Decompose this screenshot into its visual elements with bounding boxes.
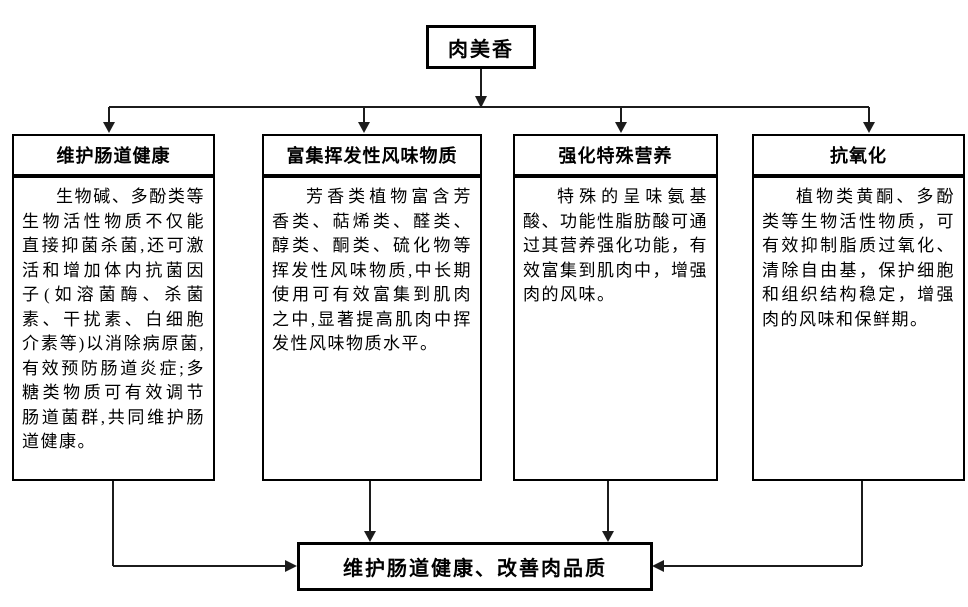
arrowhead-branch2-down-outcome	[364, 531, 376, 542]
arrowhead-branch4-down	[863, 122, 875, 133]
branch2-header: 富集挥发性风味物质	[262, 134, 482, 176]
arrowhead-branch1-right	[285, 560, 297, 572]
branch4-header: 抗氧化	[752, 134, 965, 176]
outcome-node: 维护肠道健康、改善肉品质	[297, 542, 653, 591]
branch1-body: 生物碱、多酚类等生物活性物质不仅能直接抑菌杀菌,还可激活和增加体内抗菌因子(如溶…	[12, 176, 215, 481]
branch4-body-text: 植物类黄酮、多酚类等生物活性物质，可有效抑制脂质过氧化、清除自由基，保护细胞和组…	[762, 187, 955, 329]
arrowhead-branch2-down	[358, 122, 370, 133]
branch3-body: 特殊的呈味氨基酸、功能性脂肪酸可通过其营养强化功能，有效富集到肌肉中，增强肉的风…	[513, 176, 718, 481]
arrowhead-branch3-down	[615, 122, 627, 133]
root-node-label: 肉美香	[448, 38, 514, 61]
branch3-header: 强化特殊营养	[513, 134, 718, 176]
branch2-body: 芳香类植物富含芳香类、萜烯类、醛类、醇类、酮类、硫化物等挥发性风味物质,中长期使…	[262, 176, 482, 481]
arrowhead-branch1-down	[103, 122, 115, 133]
arrowhead-branch4-left	[652, 560, 664, 572]
branch1-header: 维护肠道健康	[12, 134, 215, 176]
branch4-body: 植物类黄酮、多酚类等生物活性物质，可有效抑制脂质过氧化、清除自由基，保护细胞和组…	[752, 176, 965, 481]
root-node: 肉美香	[426, 25, 536, 69]
branch1-body-text: 生物碱、多酚类等生物活性物质不仅能直接抑菌杀菌,还可激活和增加体内抗菌因子(如溶…	[22, 187, 205, 451]
arrowhead-root-down	[475, 96, 487, 108]
branch3-title: 强化特殊营养	[558, 146, 673, 166]
branch1-title: 维护肠道健康	[56, 146, 171, 166]
branch4-title: 抗氧化	[830, 146, 887, 166]
branch2-body-text: 芳香类植物富含芳香类、萜烯类、醛类、醇类、酮类、硫化物等挥发性风味物质,中长期使…	[272, 187, 472, 353]
branch3-body-text: 特殊的呈味氨基酸、功能性脂肪酸可通过其营养强化功能，有效富集到肌肉中，增强肉的风…	[523, 187, 708, 304]
arrowhead-branch3-down-outcome	[602, 531, 614, 542]
outcome-node-label: 维护肠道健康、改善肉品质	[343, 558, 607, 580]
branch2-title: 富集挥发性风味物质	[286, 146, 458, 166]
